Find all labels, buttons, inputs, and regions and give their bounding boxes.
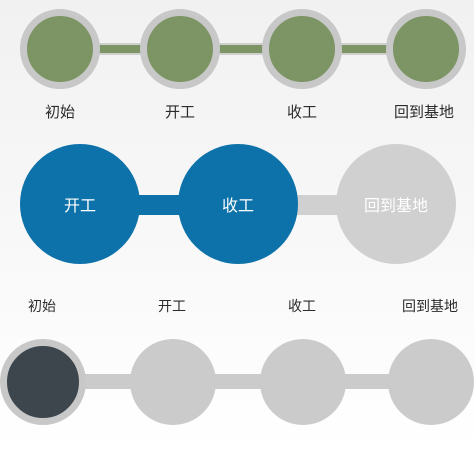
step-label-return-base: 回到基地 bbox=[393, 103, 455, 121]
step-label-initial: 初始 bbox=[28, 299, 56, 315]
stepper-connector-1 bbox=[128, 195, 188, 215]
step-label-initial: 初始 bbox=[44, 103, 76, 121]
step-label-start-work: 开工 bbox=[164, 103, 196, 121]
step-node-start-work[interactable]: 开工 bbox=[20, 144, 140, 264]
step-label-finish-work: 收工 bbox=[286, 103, 318, 121]
step-node-return-base[interactable] bbox=[388, 339, 474, 425]
step-label-return-base: 回到基地 bbox=[363, 196, 428, 215]
stepper-track-progress bbox=[60, 45, 426, 53]
step-label-start-work: 开工 bbox=[63, 196, 96, 215]
step-label-return-base: 回到基地 bbox=[402, 299, 458, 315]
stepper-track bbox=[40, 374, 440, 389]
step-node-initial[interactable] bbox=[20, 9, 100, 89]
step-label-finish-work: 收工 bbox=[221, 196, 254, 215]
step-node-finish-work[interactable]: 收工 bbox=[178, 144, 298, 264]
step-node-start-work[interactable] bbox=[130, 339, 216, 425]
step-node-finish-work[interactable] bbox=[260, 339, 346, 425]
stepper-connector-2 bbox=[288, 195, 348, 215]
step-node-return-base[interactable] bbox=[386, 9, 466, 89]
step-label-finish-work: 收工 bbox=[288, 299, 316, 315]
step-node-start-work[interactable] bbox=[140, 9, 220, 89]
step-node-finish-work[interactable] bbox=[262, 9, 342, 89]
step-node-initial[interactable] bbox=[0, 339, 86, 425]
step-node-return-base[interactable]: 回到基地 bbox=[336, 144, 456, 264]
step-label-start-work: 开工 bbox=[158, 299, 186, 315]
